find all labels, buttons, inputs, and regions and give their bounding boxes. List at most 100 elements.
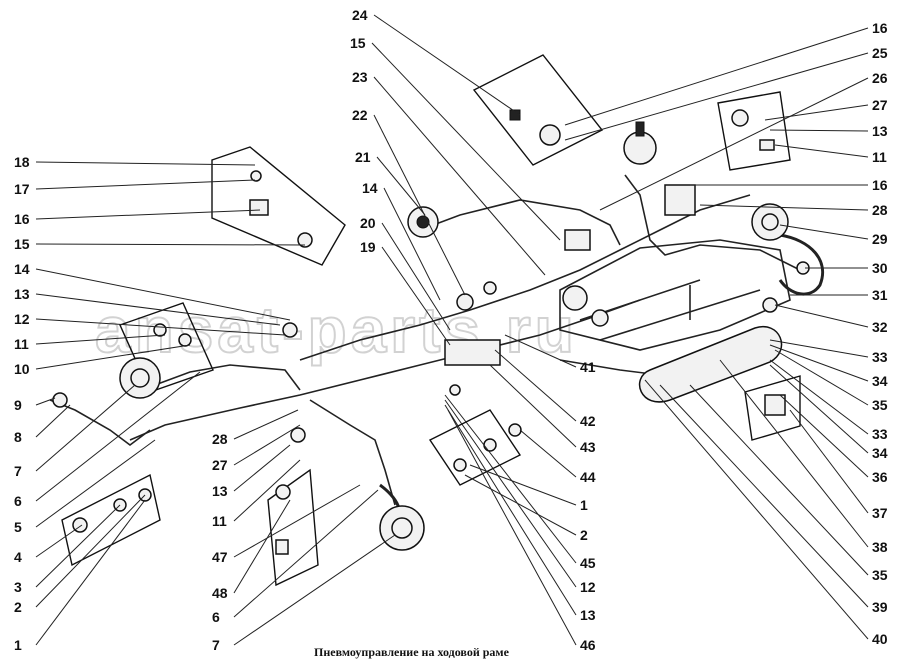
callout-number: 13 — [580, 607, 596, 623]
leader-line — [35, 397, 56, 406]
leader-line — [381, 222, 451, 331]
frame-rail — [559, 239, 791, 351]
leader-line — [373, 14, 521, 116]
callout-number: 30 — [872, 260, 888, 276]
leader-line — [699, 204, 869, 211]
callout-number: 17 — [14, 181, 30, 197]
callout-number: 6 — [14, 493, 22, 509]
leader-line — [373, 76, 546, 276]
callout-number: 27 — [872, 97, 888, 113]
inset-frame-bottom-left — [61, 473, 161, 567]
callout-number: 11 — [212, 513, 227, 529]
callout-number: 9 — [14, 397, 22, 413]
leader-line — [769, 364, 869, 454]
leader-line — [35, 504, 121, 588]
callout-number: 19 — [360, 239, 376, 255]
callout-number: 12 — [580, 579, 596, 595]
leader-line — [35, 268, 291, 321]
fittings — [52, 109, 810, 555]
flex-hose-right — [778, 233, 825, 296]
inset-frame-bracket-mid — [428, 409, 522, 486]
leader-line — [489, 364, 577, 448]
callout-number: 35 — [872, 397, 888, 413]
air-line-front-axle — [309, 399, 396, 506]
leader-line — [564, 52, 869, 141]
callout-number: 3 — [14, 579, 22, 595]
air-line-top-chamber — [419, 199, 621, 246]
leader-line — [659, 384, 869, 608]
leader-line — [35, 209, 261, 220]
callout-number: 7 — [212, 637, 220, 653]
callout-number: 37 — [872, 505, 888, 521]
inset-frame-right-lower — [744, 375, 801, 441]
callout-number: 21 — [355, 149, 371, 165]
callout-number: 34 — [872, 445, 888, 461]
callout-number: 13 — [872, 123, 888, 139]
inset-frame-top — [472, 54, 604, 166]
brake-chamber-right — [751, 203, 789, 241]
callout-number: 15 — [350, 35, 366, 51]
leader-line — [764, 104, 869, 121]
leader-line — [35, 384, 136, 472]
callout-number: 22 — [352, 107, 368, 123]
callout-number: 12 — [14, 311, 30, 327]
leader-line — [233, 489, 379, 618]
callout-number: 43 — [580, 439, 596, 455]
leader-line — [373, 114, 466, 296]
leader-line — [233, 534, 396, 646]
leader-line — [469, 464, 577, 506]
callout-number: 2 — [14, 599, 22, 615]
leader-lines — [35, 14, 869, 646]
callout-number: 44 — [580, 469, 596, 485]
callout-number: 1 — [14, 637, 22, 653]
callout-number: 32 — [872, 319, 888, 335]
air-line-left-rear — [49, 399, 151, 446]
leader-line — [444, 399, 577, 588]
leader-line — [233, 459, 301, 522]
callout-number: 16 — [872, 177, 888, 193]
leader-line — [779, 394, 869, 478]
air-line-top-right — [624, 174, 801, 271]
callout-number: 13 — [212, 483, 228, 499]
leader-line — [464, 474, 577, 536]
callout-number: 42 — [580, 413, 596, 429]
inset-frame-right — [717, 91, 791, 171]
leader-line — [35, 161, 256, 166]
air-receiver — [639, 325, 783, 403]
callout-number: 47 — [212, 549, 228, 565]
leader-line — [383, 187, 441, 301]
leader-line — [769, 344, 869, 382]
callout-number: 16 — [14, 211, 30, 227]
callout-number: 4 — [14, 549, 22, 565]
callout-number: 35 — [872, 567, 888, 583]
callout-number: 14 — [362, 180, 378, 196]
leader-line — [789, 409, 869, 514]
callout-number: 1 — [580, 497, 588, 513]
leader-line — [376, 156, 426, 216]
air-line-left-chamber — [154, 364, 301, 391]
callout-number: 28 — [212, 431, 228, 447]
callout-number: 26 — [872, 70, 888, 86]
valve-center — [444, 184, 696, 366]
leader-line — [35, 318, 286, 336]
callout-number: 31 — [872, 287, 888, 303]
leader-line — [381, 246, 451, 346]
brake-chamber-top — [623, 121, 657, 165]
callout-number: 33 — [872, 426, 888, 442]
leader-line — [233, 444, 291, 492]
callout-number: 7 — [14, 463, 22, 479]
callout-number: 15 — [14, 236, 30, 252]
callout-number: 24 — [352, 7, 368, 23]
leader-line — [774, 304, 869, 328]
leader-line — [371, 42, 561, 241]
leader-line — [35, 494, 146, 608]
leader-line — [35, 334, 166, 345]
callout-number: 38 — [872, 539, 888, 555]
callout-number: 27 — [212, 457, 228, 473]
leader-line — [233, 499, 291, 594]
callout-number: 41 — [580, 359, 596, 375]
leader-line — [35, 293, 281, 326]
leader-line — [35, 371, 201, 502]
